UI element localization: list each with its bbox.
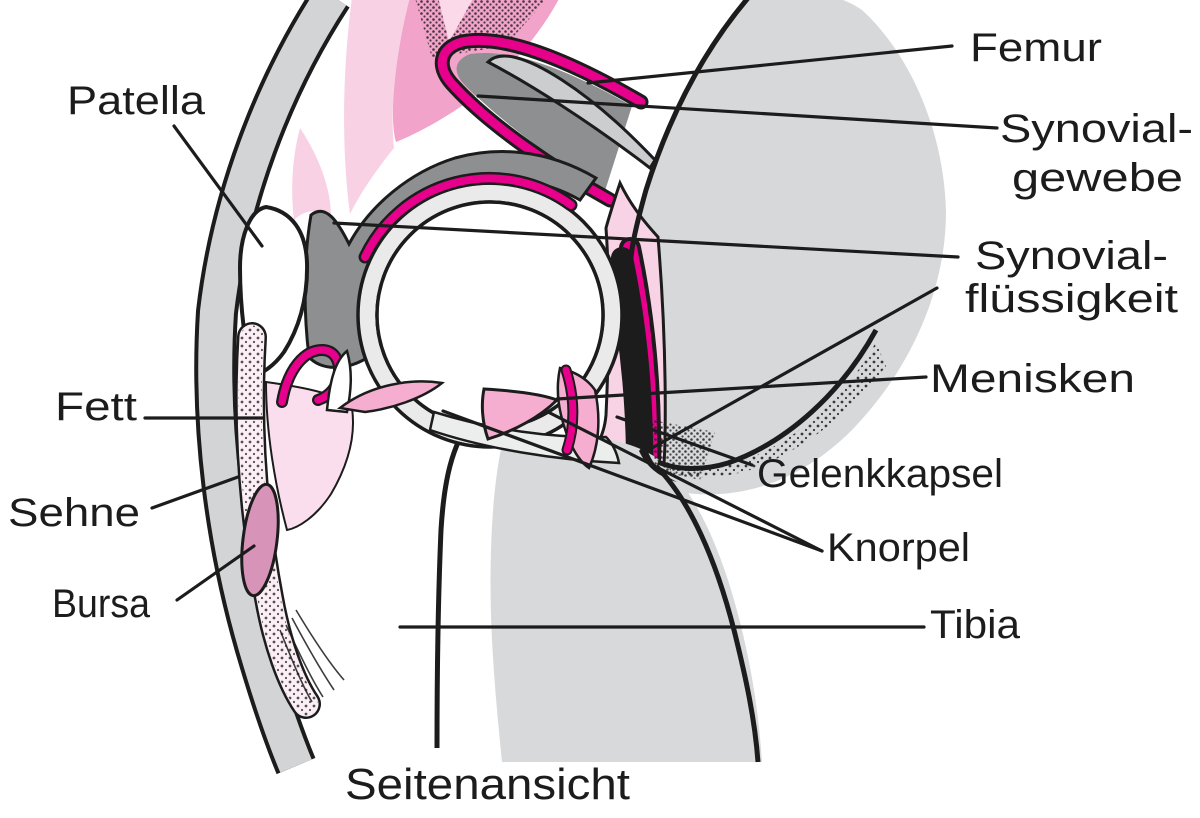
meniscus-anterior bbox=[480, 387, 560, 441]
label-gelenkkapsel: Gelenkkapsel bbox=[757, 452, 1003, 496]
leader-bursa bbox=[175, 544, 256, 602]
leader-femur bbox=[586, 44, 954, 85]
labels: Patella Fett Sehne Bursa Femur Synovial-… bbox=[8, 26, 1193, 809]
label-sehne: Sehne bbox=[8, 491, 140, 535]
label-fett: Fett bbox=[55, 385, 137, 429]
leader-knorpel-1 bbox=[441, 409, 824, 553]
synovial-lining-over-condyle bbox=[361, 174, 575, 261]
leader-patella bbox=[172, 124, 264, 248]
suprapatellar-pouch bbox=[434, 32, 657, 208]
muscle-highlight bbox=[438, 0, 473, 42]
label-femur: Femur bbox=[970, 26, 1102, 70]
label-bursa: Bursa bbox=[52, 582, 151, 626]
label-tibia: Tibia bbox=[930, 603, 1021, 647]
leader-gelenkkapsel bbox=[615, 415, 754, 467]
caption-seitenansicht: Seitenansicht bbox=[345, 760, 630, 809]
anterior-band bbox=[194, 0, 350, 775]
label-synovialgewebe-line2: gewebe bbox=[1012, 156, 1183, 200]
femoral-condyle bbox=[356, 171, 624, 449]
leader-synovialfluessigkeit-1 bbox=[332, 221, 960, 259]
label-synovialfluessigkeit-line1: Synovial- bbox=[975, 234, 1168, 278]
leader-sehne bbox=[150, 475, 240, 510]
label-knorpel: Knorpel bbox=[827, 526, 970, 570]
leader-lines bbox=[143, 44, 999, 629]
bursa-sac bbox=[240, 482, 280, 598]
femur-outlines bbox=[628, 0, 879, 472]
femur-stipple bbox=[662, 342, 886, 478]
label-synovialfluessigkeit-line2: flüssigkeit bbox=[965, 277, 1178, 321]
label-synovialgewebe-line1: Synovial- bbox=[1000, 107, 1193, 151]
leader-synovialfluessigkeit-2 bbox=[650, 286, 939, 450]
fat-pad-region bbox=[264, 343, 446, 532]
leader-knorpel-2 bbox=[546, 410, 824, 553]
tendon-fan bbox=[279, 609, 345, 703]
leader-synovialgewebe bbox=[476, 94, 999, 130]
label-patella: Patella bbox=[67, 79, 206, 123]
label-menisken: Menisken bbox=[930, 357, 1135, 401]
leader-menisken bbox=[555, 375, 928, 401]
tendon-strip-pale bbox=[344, 0, 410, 214]
